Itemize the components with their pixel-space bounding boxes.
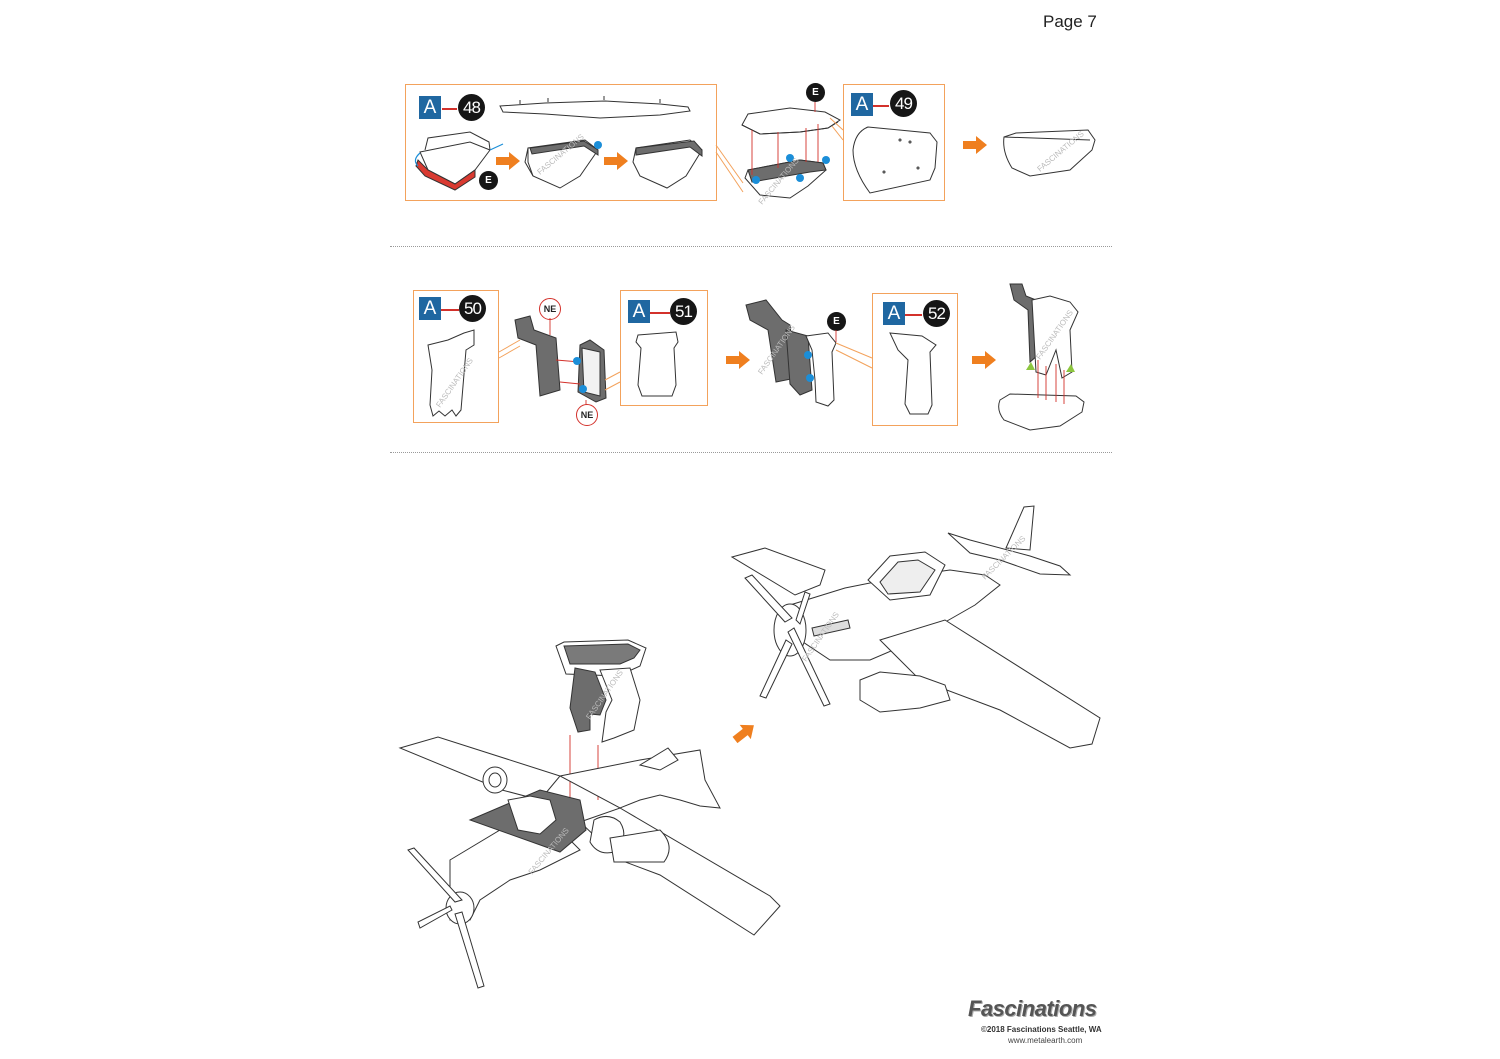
callout-line xyxy=(604,371,621,391)
website-text: www.metalearth.com xyxy=(1008,1036,1083,1045)
step-49-assembly xyxy=(741,107,841,199)
step-48-fold-2 xyxy=(524,139,599,189)
sheet-badge: A xyxy=(628,300,650,323)
tab-tag-ne: NE xyxy=(576,404,598,426)
step-48-box: A 48 xyxy=(405,84,717,201)
copyright-text: ©2018 Fascinations Seattle, WA xyxy=(981,1025,1102,1034)
step-50-flat-part xyxy=(427,329,475,417)
part-number-badge: 50 xyxy=(459,295,486,322)
part-number-badge: 52 xyxy=(923,300,950,327)
step-48-fold-1 xyxy=(414,131,504,191)
step-51-flat-part xyxy=(635,331,679,397)
badge-leader xyxy=(873,105,889,107)
glue-dot xyxy=(579,385,587,393)
sheet-badge: A xyxy=(883,302,905,325)
glue-dot xyxy=(804,351,812,359)
part-number-badge: 51 xyxy=(670,298,697,325)
step-48-fold-3 xyxy=(632,139,703,189)
step-51-assembly xyxy=(745,299,837,407)
page-number: Page 7 xyxy=(1043,12,1097,31)
step-50-box: A 50 xyxy=(413,290,499,423)
step-52-assembly xyxy=(998,283,1085,431)
step-48-flat-part xyxy=(499,96,691,119)
glue-dot xyxy=(573,357,581,365)
brand-logo: Fascinations xyxy=(968,996,1097,1021)
sheet-badge: A xyxy=(419,297,441,320)
step-arrow xyxy=(726,351,750,369)
glue-dot xyxy=(786,154,794,162)
badge-leader xyxy=(905,314,922,316)
sheet-badge: A xyxy=(851,93,873,116)
alignment-triangle xyxy=(1026,362,1035,370)
finished-airplane xyxy=(730,505,1101,749)
row-divider-2 xyxy=(390,452,1112,453)
callout-line xyxy=(715,144,744,193)
glue-dot xyxy=(822,156,830,164)
glue-dot xyxy=(752,176,760,184)
step-52-box: A 52 xyxy=(872,293,958,426)
step-arrow xyxy=(963,136,987,154)
part-number-badge: 48 xyxy=(458,94,485,121)
airplane-partial-assembly xyxy=(398,736,781,989)
part-number-badge: 49 xyxy=(890,90,917,117)
badge-leader xyxy=(441,309,459,311)
glue-dot xyxy=(594,141,602,149)
step-52-flat-part xyxy=(889,332,937,415)
step-51-box: A 51 xyxy=(620,290,708,406)
step-49-box: A 49 xyxy=(843,84,945,201)
tab-tag-e: E xyxy=(479,171,498,190)
step-49-result xyxy=(1003,129,1096,177)
glue-dot xyxy=(806,374,814,382)
callout-line xyxy=(829,117,844,141)
tab-tag-e: E xyxy=(827,312,846,331)
row-divider-1 xyxy=(390,246,1112,247)
step-49-flat-part xyxy=(852,126,938,194)
step-arrow xyxy=(604,152,628,170)
step-50-assembly xyxy=(514,315,607,405)
glue-dot xyxy=(796,174,804,182)
tail-assembly-part xyxy=(555,639,647,800)
sheet-badge: A xyxy=(419,96,441,119)
step-arrow xyxy=(729,718,760,748)
badge-leader xyxy=(442,108,457,110)
step-arrow xyxy=(972,351,996,369)
tab-tag-e: E xyxy=(806,83,825,102)
badge-leader xyxy=(650,312,670,314)
step-arrow xyxy=(496,152,520,170)
alignment-triangle xyxy=(1066,364,1075,372)
callout-line xyxy=(498,339,521,359)
callout-line xyxy=(835,342,873,369)
